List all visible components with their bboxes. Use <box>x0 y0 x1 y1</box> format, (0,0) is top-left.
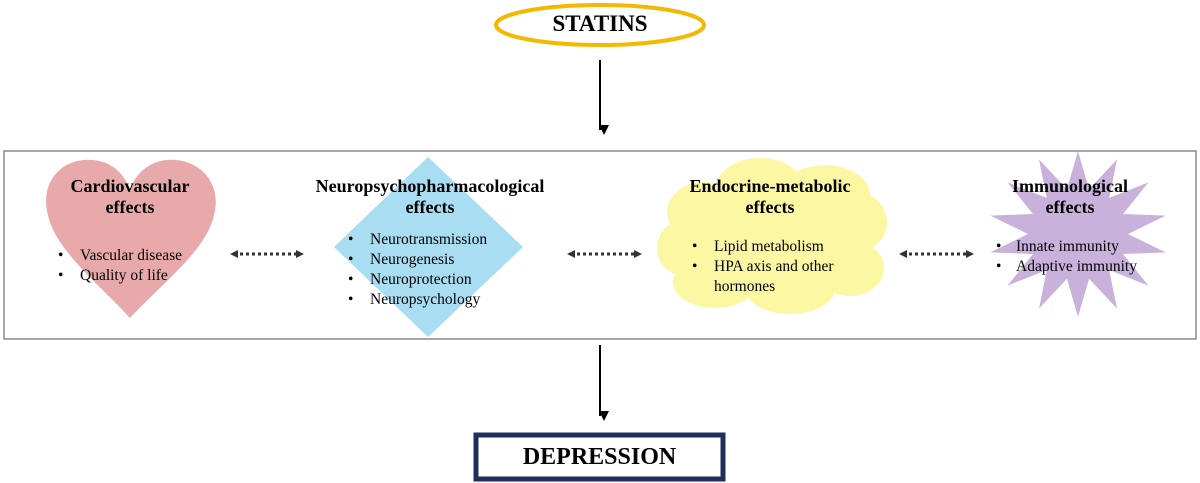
list-item-continued: hormones <box>714 278 776 295</box>
list-item: Innate immunity <box>996 237 1137 257</box>
effects-frame <box>3 150 1197 340</box>
depression-label: DEPRESSION <box>522 444 677 470</box>
list-item: Lipid metabolism <box>692 237 834 257</box>
list-item: HPA axis and other <box>692 257 834 277</box>
list-item: Neuropsychology <box>348 290 487 310</box>
starburst-shape <box>990 151 1166 317</box>
cardiovascular-list: Vascular disease Quality of life <box>58 246 182 286</box>
list-item: Adaptive immunity <box>996 257 1137 277</box>
immunological-list: Innate immunity Adaptive immunity <box>996 237 1137 277</box>
list-item: Neurogenesis <box>348 250 487 270</box>
statins-label: STATINS <box>552 11 648 36</box>
endocrine-metabolic-list: Lipid metabolism HPA axis and other horm… <box>692 237 834 297</box>
list-item: Neurotransmission <box>348 230 487 250</box>
neuropsychopharmacological-list: Neurotransmission Neurogenesis Neuroprot… <box>348 230 487 310</box>
statins-ellipse <box>494 3 706 47</box>
list-item: Neuroprotection <box>348 270 487 290</box>
depression-box <box>473 432 726 482</box>
list-item: Vascular disease <box>58 246 182 266</box>
list-item: Quality of life <box>58 266 182 286</box>
heart-shape <box>46 159 216 318</box>
